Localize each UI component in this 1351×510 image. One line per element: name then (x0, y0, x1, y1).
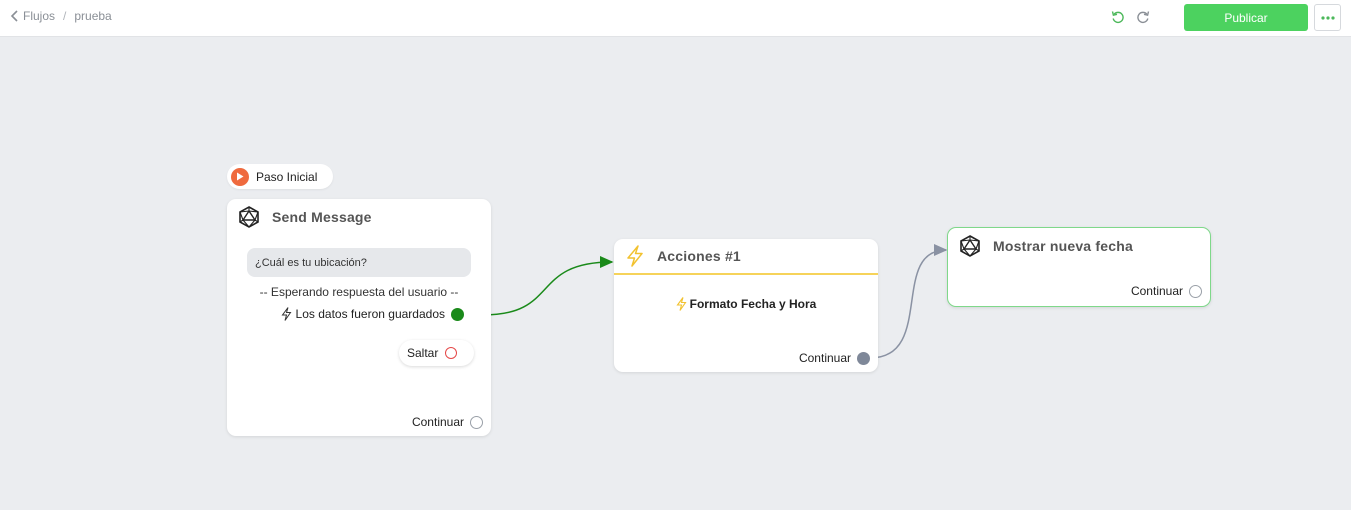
node-header: Send Message (227, 199, 491, 235)
continue-output[interactable]: Continuar (412, 415, 483, 429)
message-bubble: ¿Cuál es tu ubicación? (247, 248, 471, 277)
continue-label: Continuar (411, 415, 464, 429)
breadcrumb-back-link[interactable]: Flujos (10, 9, 55, 23)
action-label: Formato Fecha y Hora (689, 297, 817, 311)
more-dots-icon (1320, 15, 1335, 20)
continue-label: Continuar (1130, 284, 1183, 298)
waiting-text: -- Esperando respuesta del usuario -- (259, 285, 459, 299)
icosahedron-icon (960, 235, 980, 257)
continue-output-handle[interactable] (470, 415, 483, 429)
breadcrumb: Flujos / prueba (10, 9, 112, 23)
node-header: Acciones #1 (614, 239, 878, 275)
redo-icon (1137, 11, 1150, 24)
skip-label: Saltar (407, 346, 439, 360)
continue-output-handle[interactable] (1189, 284, 1202, 298)
node-title: Acciones #1 (657, 248, 741, 264)
icosahedron-icon (239, 206, 259, 228)
breadcrumb-root[interactable]: Flujos (23, 9, 56, 23)
undo-icon (1111, 11, 1124, 24)
breadcrumb-current: prueba (74, 9, 112, 23)
lightning-icon (676, 297, 687, 311)
node-acciones[interactable]: Acciones #1 Formato Fecha y Hora Continu… (614, 239, 878, 372)
start-step-pill[interactable]: Paso Inicial (227, 164, 333, 189)
node-send-message[interactable]: Send Message ¿Cuál es tu ubicación? -- E… (227, 199, 491, 436)
node-title: Send Message (272, 209, 372, 225)
continue-label: Continuar (798, 351, 851, 365)
node-header: Mostrar nueva fecha (948, 228, 1210, 264)
saved-data-label: Los datos fueron guardados (295, 307, 445, 321)
redo-button[interactable] (1135, 9, 1151, 25)
lightning-icon (627, 245, 643, 267)
skip-button[interactable]: Saltar (399, 340, 474, 366)
node-title: Mostrar nueva fecha (993, 238, 1133, 254)
lightning-icon (281, 307, 291, 321)
skip-output-handle[interactable] (445, 347, 458, 359)
more-options-button[interactable] (1314, 4, 1341, 31)
continue-output[interactable]: Continuar (1131, 284, 1202, 298)
start-step-label: Paso Inicial (256, 169, 318, 184)
undo-button[interactable] (1110, 9, 1126, 25)
top-bar: Flujos / prueba Publicar (0, 0, 1351, 37)
publish-button[interactable]: Publicar (1184, 4, 1308, 31)
node-mostrar-nueva-fecha[interactable]: Mostrar nueva fecha Continuar (947, 227, 1211, 307)
action-item[interactable]: Formato Fecha y Hora (614, 297, 878, 311)
saved-data-output: Los datos fueron guardados (281, 307, 464, 321)
saved-output-handle[interactable] (451, 307, 464, 321)
play-icon (231, 167, 249, 186)
breadcrumb-separator: / (63, 9, 67, 23)
continue-output-handle[interactable] (857, 351, 870, 365)
continue-output[interactable]: Continuar (799, 351, 870, 365)
chevron-left-icon (10, 10, 18, 22)
